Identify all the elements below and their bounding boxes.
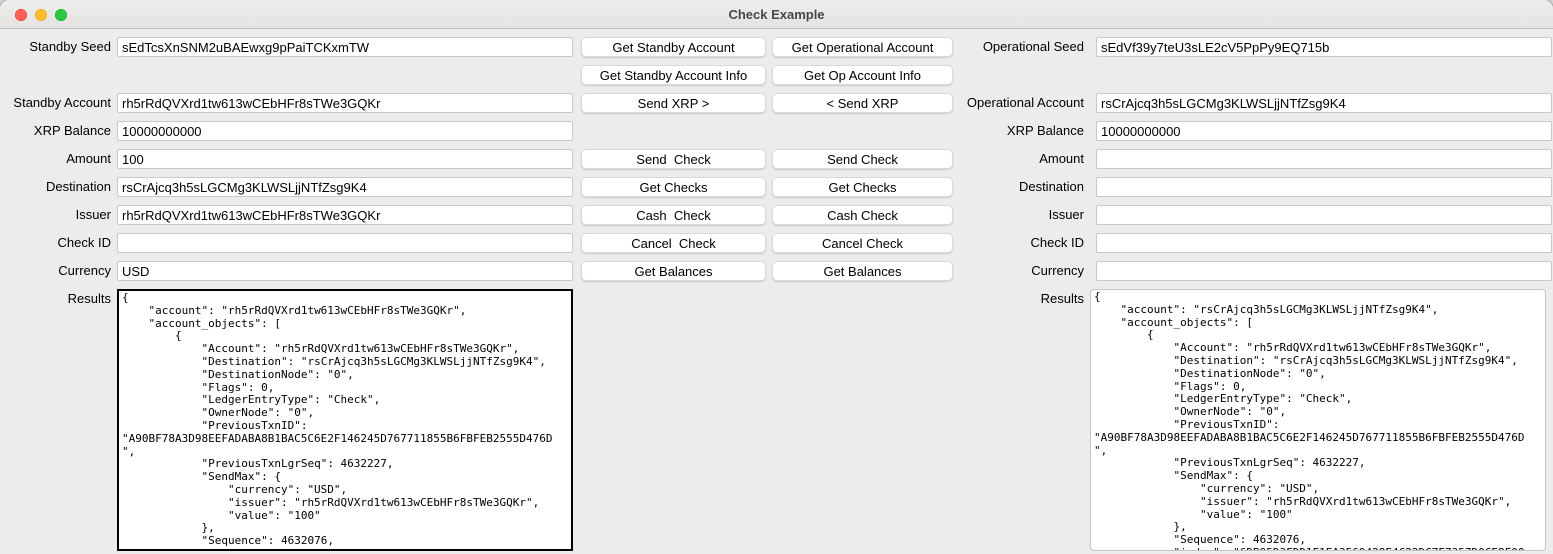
operational-currency-input[interactable] <box>1096 261 1552 281</box>
operational-account-label: Operational Account <box>966 95 1084 110</box>
standby-seed-input[interactable] <box>117 37 573 57</box>
operational-issuer-label: Issuer <box>1048 207 1084 222</box>
operational-results-label: Results <box>1040 291 1084 306</box>
spacer <box>953 65 1090 85</box>
op-get-checks-button[interactable]: Get Checks <box>772 177 953 197</box>
operational-amount-input[interactable] <box>1096 149 1552 169</box>
send-xrp-to-operational-button[interactable]: Send XRP > <box>581 93 766 113</box>
standby-xrp-balance-input[interactable] <box>117 121 573 141</box>
op-send-check-button[interactable]: Send Check <box>772 149 953 169</box>
get-standby-account-button[interactable]: Get Standby Account <box>581 37 766 57</box>
standby-get-balances-button[interactable]: Get Balances <box>581 261 766 281</box>
operational-currency-label: Currency <box>1031 263 1084 278</box>
standby-destination-input[interactable] <box>117 177 573 197</box>
traffic-lights <box>15 9 67 21</box>
operational-account-input[interactable] <box>1096 93 1552 113</box>
spacer <box>0 65 111 85</box>
operational-amount-label: Amount <box>1039 151 1084 166</box>
operational-check-id-label: Check ID <box>1030 235 1084 250</box>
window-title: Check Example <box>728 6 825 22</box>
standby-issuer-label: Issuer <box>75 207 111 222</box>
get-standby-account-info-button[interactable]: Get Standby Account Info <box>581 65 766 85</box>
standby-currency-input[interactable] <box>117 261 573 281</box>
standby-check-id-label: Check ID <box>57 235 111 250</box>
titlebar: Check Example <box>0 0 1553 29</box>
op-cancel-check-button[interactable]: Cancel Check <box>772 233 953 253</box>
standby-results-textarea[interactable]: { "account": "rh5rRdQVXrd1tw613wCEbHFr8s… <box>117 289 573 551</box>
standby-xrp-balance-label: XRP Balance <box>33 123 111 138</box>
standby-destination-label: Destination <box>45 179 111 194</box>
standby-currency-label: Currency <box>58 263 111 278</box>
op-cash-check-button[interactable]: Cash Check <box>772 205 953 225</box>
standby-cash-check-button[interactable]: Cash Check <box>581 205 766 225</box>
spacer <box>111 65 573 85</box>
spacer <box>766 121 953 141</box>
standby-amount-label: Amount <box>66 151 111 166</box>
operational-xrp-balance-label: XRP Balance <box>1006 123 1084 138</box>
standby-issuer-input[interactable] <box>117 205 573 225</box>
get-operational-account-button[interactable]: Get Operational Account <box>772 37 953 57</box>
operational-issuer-input[interactable] <box>1096 205 1552 225</box>
standby-amount-input[interactable] <box>117 149 573 169</box>
spacer <box>1090 65 1546 85</box>
standby-seed-label: Standby Seed <box>29 39 111 54</box>
standby-get-checks-button[interactable]: Get Checks <box>581 177 766 197</box>
operational-destination-input[interactable] <box>1096 177 1552 197</box>
send-xrp-to-standby-button[interactable]: < Send XRP <box>772 93 953 113</box>
standby-cancel-check-button[interactable]: Cancel Check <box>581 233 766 253</box>
operational-destination-label: Destination <box>1018 179 1084 194</box>
spacer <box>573 289 766 551</box>
get-op-account-info-button[interactable]: Get Op Account Info <box>772 65 953 85</box>
minimize-icon[interactable] <box>35 9 47 21</box>
operational-results-textarea[interactable]: { "account": "rsCrAjcq3h5sLGCMg3KLWSLjjN… <box>1090 289 1546 551</box>
standby-check-id-input[interactable] <box>117 233 573 253</box>
form-grid: Standby Seed Get Standby Account Get Ope… <box>0 29 1553 551</box>
zoom-icon[interactable] <box>55 9 67 21</box>
close-icon[interactable] <box>15 9 27 21</box>
spacer <box>573 121 766 141</box>
spacer <box>766 289 953 551</box>
operational-check-id-input[interactable] <box>1096 233 1552 253</box>
operational-xrp-balance-input[interactable] <box>1096 121 1552 141</box>
standby-account-input[interactable] <box>117 93 573 113</box>
standby-results-label: Results <box>67 291 111 306</box>
operational-seed-input[interactable] <box>1096 37 1552 57</box>
standby-send-check-button[interactable]: Send Check <box>581 149 766 169</box>
operational-seed-label: Operational Seed <box>982 39 1084 54</box>
op-get-balances-button[interactable]: Get Balances <box>772 261 953 281</box>
standby-account-label: Standby Account <box>13 95 111 110</box>
